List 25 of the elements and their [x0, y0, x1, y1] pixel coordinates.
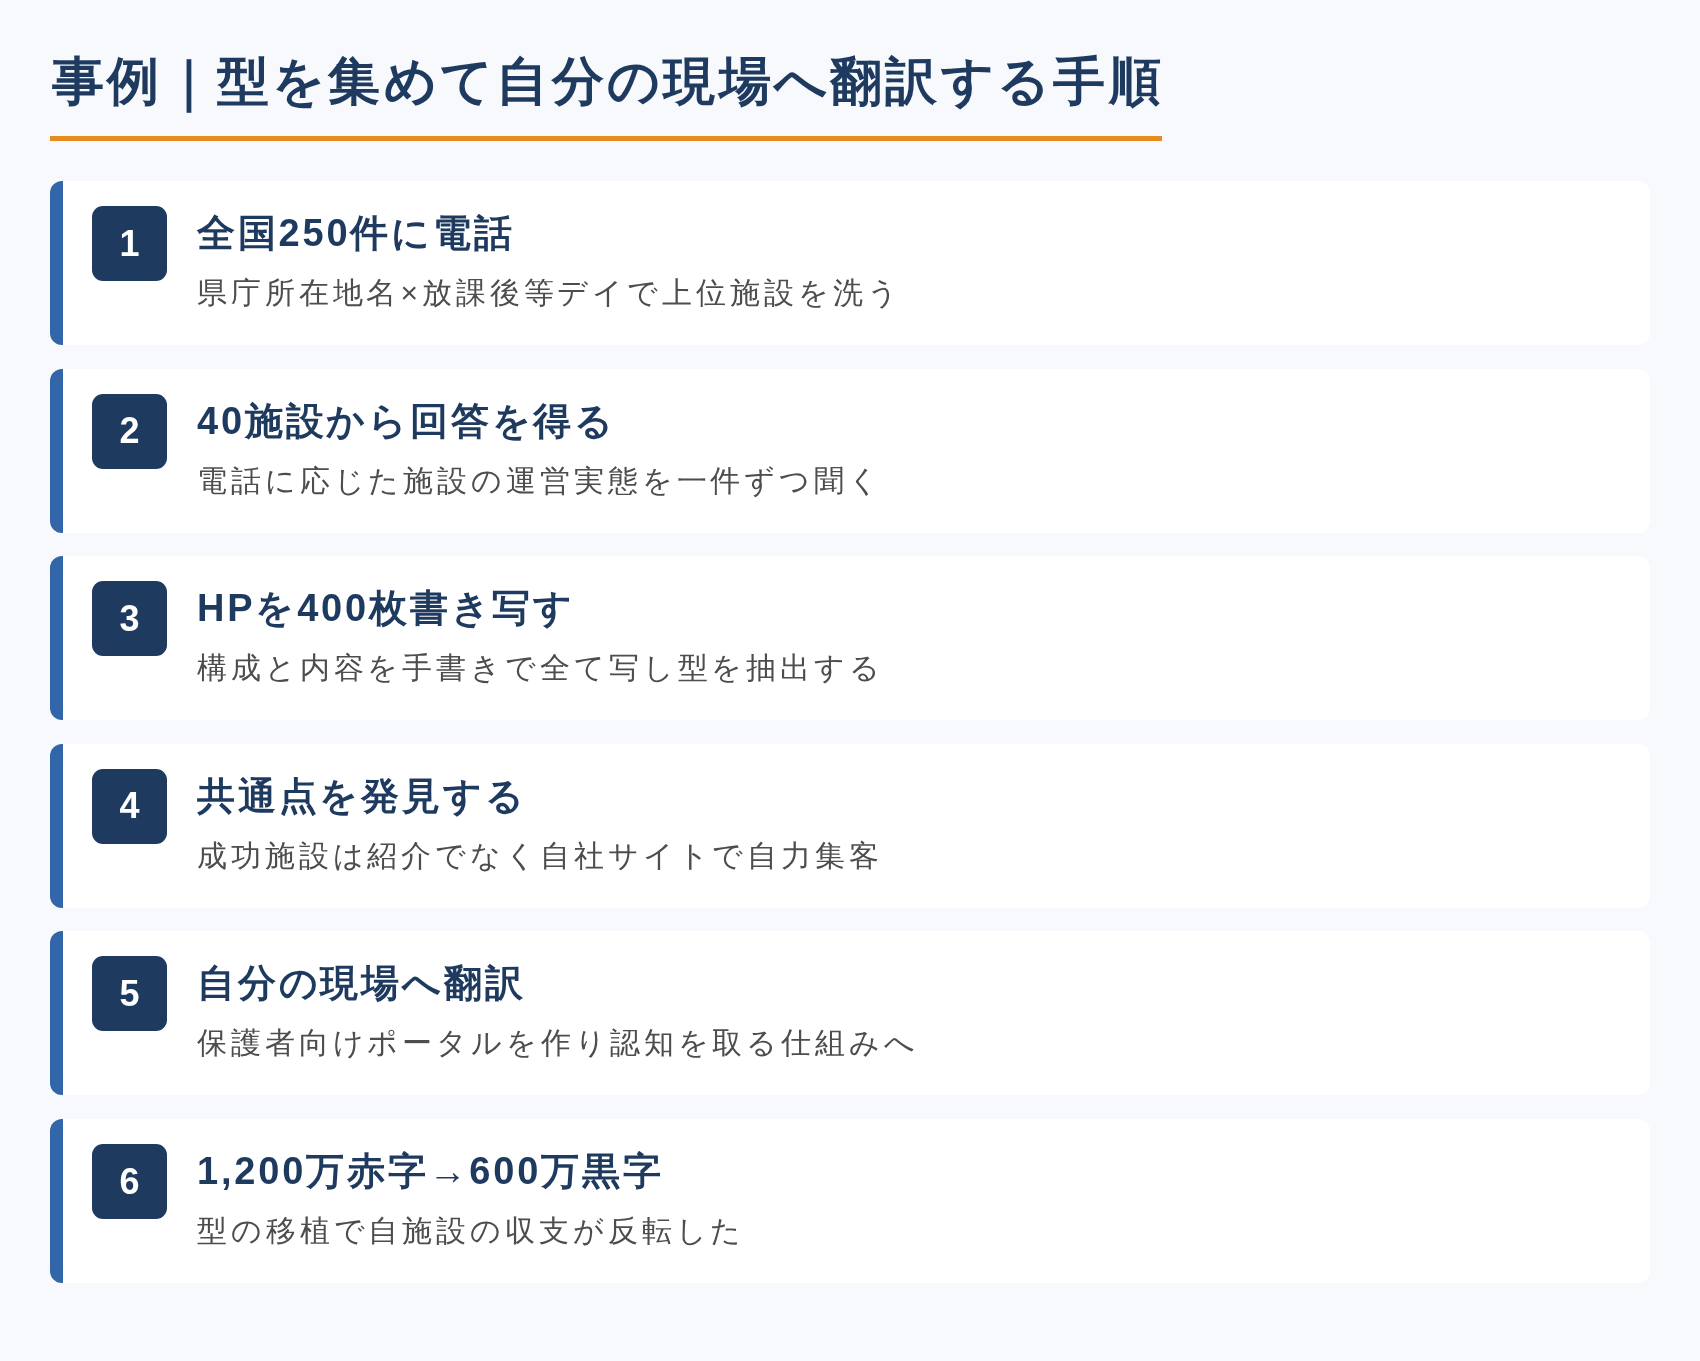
step-heading: 1,200万赤字→600万黒字 [197, 1149, 664, 1194]
step-description: 電話に応じた施設の運営実態を一件ずつ聞く [197, 462, 883, 499]
number-badge: 5 [92, 956, 167, 1032]
step-heading: HPを400枚書き写す [197, 586, 575, 632]
step-heading: 全国250件に電話 [197, 211, 515, 256]
step-description: 保護者向けポータルを作り認知を取る仕組みへ [197, 1025, 919, 1062]
step-card [50, 1119, 1650, 1283]
step-description: 成功施設は紹介でなく自社サイトで自力集客 [197, 837, 883, 874]
page-title: 事例｜型を集めて自分の現場へ翻訳する手順 [52, 46, 1164, 116]
step-card [50, 181, 1650, 345]
step-description: 型の移植で自施設の収支が反転した [197, 1213, 746, 1249]
number-badge: 6 [92, 1144, 167, 1219]
number-badge: 3 [92, 581, 167, 657]
step-card [50, 556, 1650, 721]
step-description: 県庁所在地名×放課後等デイで上位施設を洗う [197, 275, 902, 311]
step-description: 構成と内容を手書きで全て写し型を抽出する [197, 650, 884, 687]
step-card [50, 368, 1650, 533]
step-heading: 共通点を発見する [197, 773, 527, 819]
step-heading: 自分の現場へ翻訳 [197, 961, 526, 1007]
step-card [50, 931, 1650, 1096]
step-heading: 40施設から回答を得る [197, 398, 617, 444]
number-badge: 2 [92, 393, 167, 469]
number-badge: 1 [92, 206, 167, 281]
step-card [50, 743, 1650, 908]
number-badge: 4 [92, 768, 167, 844]
